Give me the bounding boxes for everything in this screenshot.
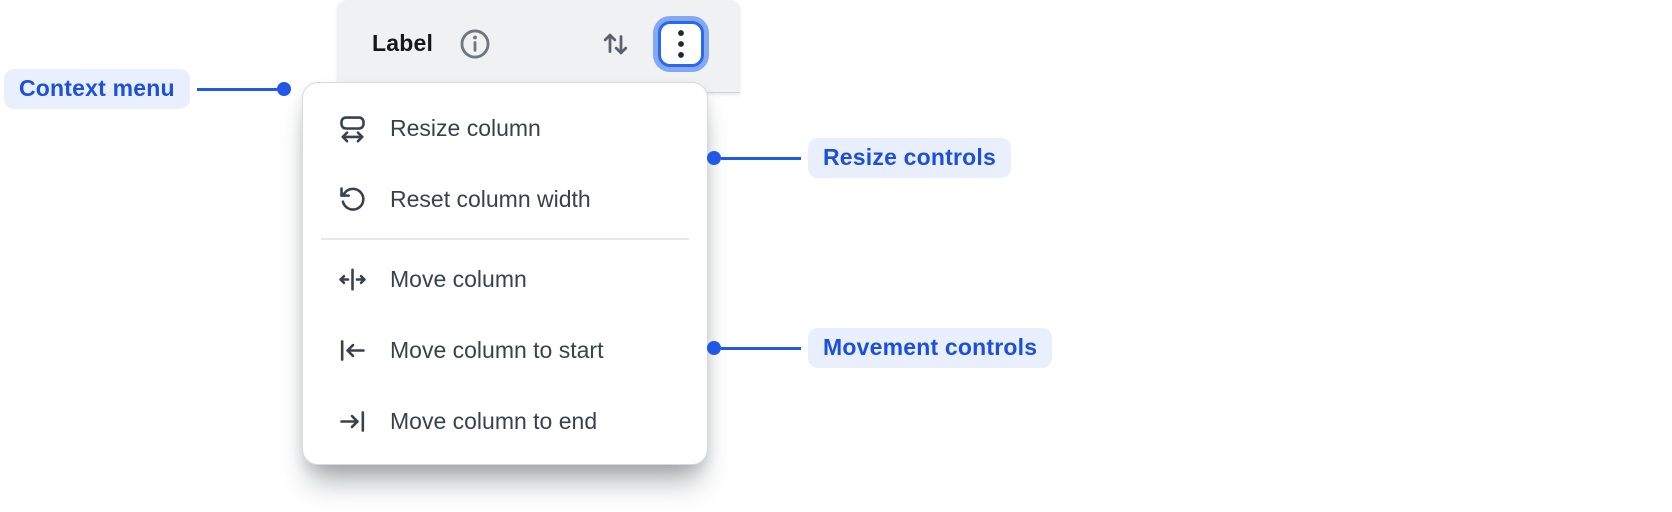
connector-dot	[707, 341, 721, 355]
menu-item-label: Move column to end	[390, 408, 598, 434]
move-column-icon	[337, 264, 368, 295]
move-column-to-start-icon	[337, 335, 368, 366]
reset-column-width-icon	[337, 184, 368, 215]
annotation-resize-controls: Resize controls	[707, 138, 1011, 178]
menu-item-label: Resize column	[390, 115, 541, 141]
annotation-context-menu: Context menu	[4, 69, 291, 109]
menu-divider	[321, 238, 689, 240]
column-header: Label	[337, 0, 740, 93]
connector-line	[721, 156, 801, 160]
info-icon[interactable]	[458, 27, 492, 61]
menu-item-reset-column-width[interactable]: Reset column width	[303, 164, 707, 235]
menu-item-label: Reset column width	[390, 186, 591, 212]
annotation-movement-controls: Movement controls	[707, 328, 1053, 368]
resize-column-icon	[337, 113, 368, 144]
sort-ascending-descending-icon[interactable]	[599, 27, 632, 61]
column-header-label: Label	[372, 30, 434, 56]
menu-item-label: Move column	[390, 266, 527, 292]
menu-item-move-column-to-start[interactable]: Move column to start	[303, 315, 707, 386]
menu-item-resize-column[interactable]: Resize column	[303, 93, 707, 164]
menu-item-move-column[interactable]: Move column	[303, 244, 707, 315]
move-column-to-end-icon	[337, 406, 368, 437]
annotation-pill: Movement controls	[808, 328, 1053, 368]
kebab-vertical-dots-icon	[678, 29, 684, 58]
column-context-menu: Resize column Reset column width Move co…	[302, 82, 708, 465]
menu-item-label: Move column to start	[390, 337, 604, 363]
connector-dot	[707, 151, 721, 165]
annotation-pill: Context menu	[4, 69, 190, 109]
connector-line	[721, 346, 801, 350]
connector-line	[196, 87, 277, 91]
annotation-pill: Resize controls	[808, 138, 1011, 178]
column-menu-button[interactable]	[658, 20, 704, 67]
menu-item-move-column-to-end[interactable]: Move column to end	[303, 386, 707, 457]
connector-dot	[276, 82, 291, 96]
